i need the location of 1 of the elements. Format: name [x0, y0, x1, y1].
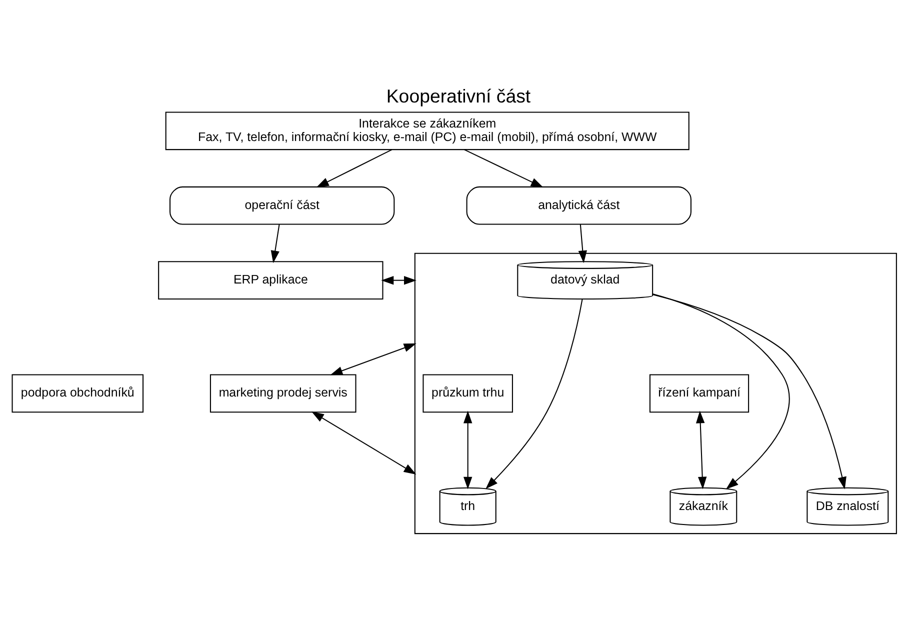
diagram-title: Kooperativní část [386, 84, 531, 106]
